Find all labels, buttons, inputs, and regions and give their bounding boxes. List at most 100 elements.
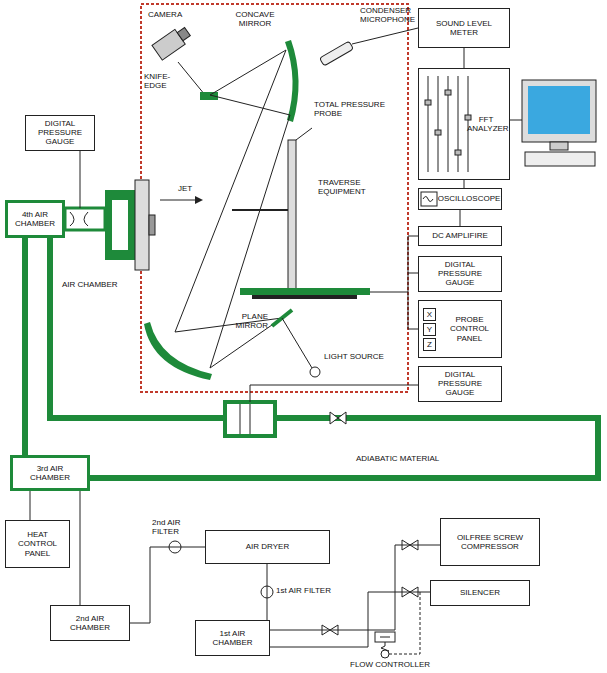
control-line	[389, 592, 420, 654]
pipe	[65, 208, 105, 230]
traverse-platform	[240, 288, 370, 295]
part-label: CONDENSER MICROPHONE	[360, 6, 420, 24]
mesh	[250, 404, 251, 434]
connector	[460, 210, 461, 226]
part-label: LIGHT SOURCE	[324, 352, 384, 361]
settling-element	[225, 402, 275, 436]
part-label: TOTAL PRESSURE PROBE	[314, 100, 386, 118]
computer-monitor	[522, 80, 596, 142]
monitor-stand	[550, 142, 568, 150]
equipment-box: DIGITAL PRESSURE GAUGE	[418, 256, 502, 292]
coupling	[70, 212, 88, 226]
equipment-box: HEAT CONTROL PANEL	[5, 520, 70, 568]
pipe	[22, 238, 28, 455]
light-source	[310, 367, 320, 377]
leader	[296, 128, 312, 140]
box-label: 3rd AIR CHAMBER	[17, 464, 83, 482]
panel-label: PROBE CONTROL PANEL	[442, 315, 497, 343]
relief-valve	[380, 637, 390, 638]
axis-key: X	[423, 308, 436, 321]
computer-screen	[528, 86, 590, 134]
part-label: PLANE MIRROR	[210, 312, 268, 330]
connector	[267, 564, 268, 620]
knife-edge	[178, 62, 205, 95]
valve	[330, 412, 346, 424]
total-pressure-probe	[232, 209, 288, 211]
mesh	[240, 404, 241, 434]
axis-buttons: XYZ	[423, 308, 436, 351]
connector	[464, 180, 465, 188]
light-ray	[210, 115, 290, 368]
part-label: JET	[178, 184, 208, 193]
air-chamber	[112, 200, 128, 250]
light-ray	[282, 318, 312, 368]
flow-controller	[381, 650, 389, 658]
camera-lens	[177, 27, 190, 40]
equipment-box: DC AMPLIFIRE	[418, 226, 502, 246]
equipment-box: FFT ANALYZER	[418, 68, 510, 180]
connector	[130, 547, 205, 623]
axis-key: Y	[423, 323, 436, 336]
oscilloscope-icon	[421, 192, 437, 206]
equipment-box: DIGITAL PRESSURE GAUGE	[418, 366, 502, 402]
box-label: DIGITAL PRESSURE GAUGE	[423, 260, 497, 288]
signal-wire	[352, 28, 418, 44]
pipe	[90, 418, 598, 478]
computer-base	[525, 152, 595, 166]
arrowhead	[195, 196, 203, 204]
light-ray	[210, 95, 290, 115]
nozzle-flange	[135, 180, 149, 270]
connector	[270, 592, 430, 647]
nozzle	[149, 215, 155, 235]
box-label: DIGITAL PRESSURE GAUGE	[30, 119, 90, 147]
part-label: KNIFE-EDGE	[144, 72, 184, 90]
gauge-line	[80, 150, 81, 208]
equipment-box: XYZ PROBE CONTROL PANEL	[418, 300, 502, 358]
equipment-box: 3rd AIR CHAMBER	[10, 455, 90, 491]
box-label: PROBE CONTROL PANEL	[450, 315, 489, 342]
microphone	[320, 41, 354, 66]
box-label: 4th AIR CHAMBER	[12, 210, 58, 228]
light-ray	[210, 50, 286, 95]
axis-key: Z	[423, 338, 436, 351]
box-label: 2nd AIR CHAMBER	[55, 614, 125, 632]
part-label: CONCAVE MIRROR	[226, 10, 284, 28]
connector	[30, 491, 31, 520]
box-label: HEAT CONTROL PANEL	[10, 530, 65, 558]
box-label: AIR DRYER	[246, 542, 289, 551]
traverse-base	[252, 295, 357, 299]
air-chamber	[105, 190, 135, 260]
part-label: FLOW CONTROLLER	[350, 660, 440, 669]
equipment-box: SOUND LEVEL METER	[418, 8, 510, 48]
signal-wire	[408, 292, 418, 329]
box-label: FFT ANALYZER	[467, 115, 505, 133]
gauge-line	[250, 385, 418, 402]
connector	[80, 491, 81, 605]
part-label: CAMERA	[148, 10, 198, 19]
part-label: 1st AIR FILTER	[276, 586, 346, 595]
relief-valve	[375, 632, 395, 642]
equipment-box: OSCILLOSCOPE	[418, 188, 502, 210]
box-label: DIGITAL PRESSURE GAUGE	[423, 370, 497, 398]
box-label: SILENCER	[460, 588, 500, 597]
box-label: SOUND LEVEL METER	[423, 19, 505, 37]
traverse-rod	[288, 140, 296, 290]
part-label: ADIABATIC MATERIAL	[356, 454, 476, 463]
equipment-box: 4th AIR CHAMBER	[5, 200, 65, 238]
box-label: OSCILLOSCOPE	[438, 194, 501, 203]
equipment-box: 1st AIR CHAMBER	[195, 620, 270, 656]
equipment-box: DIGITAL PRESSURE GAUGE	[25, 115, 95, 151]
concave-mirror	[144, 322, 212, 380]
equipment-box: SILENCER	[430, 580, 530, 606]
part-label: 2nd AIR FILTER	[152, 518, 204, 536]
box-label: 1st AIR CHAMBER	[200, 629, 265, 647]
equipment-box: AIR DRYER	[205, 530, 330, 564]
oscilloscope-icon	[423, 197, 433, 202]
signal-wire	[510, 120, 522, 121]
part-label: TRAVERSE EQUIPMENT	[318, 178, 398, 196]
concave-mirror	[285, 40, 299, 122]
fft-sliders	[425, 76, 471, 172]
region-border	[141, 4, 408, 392]
